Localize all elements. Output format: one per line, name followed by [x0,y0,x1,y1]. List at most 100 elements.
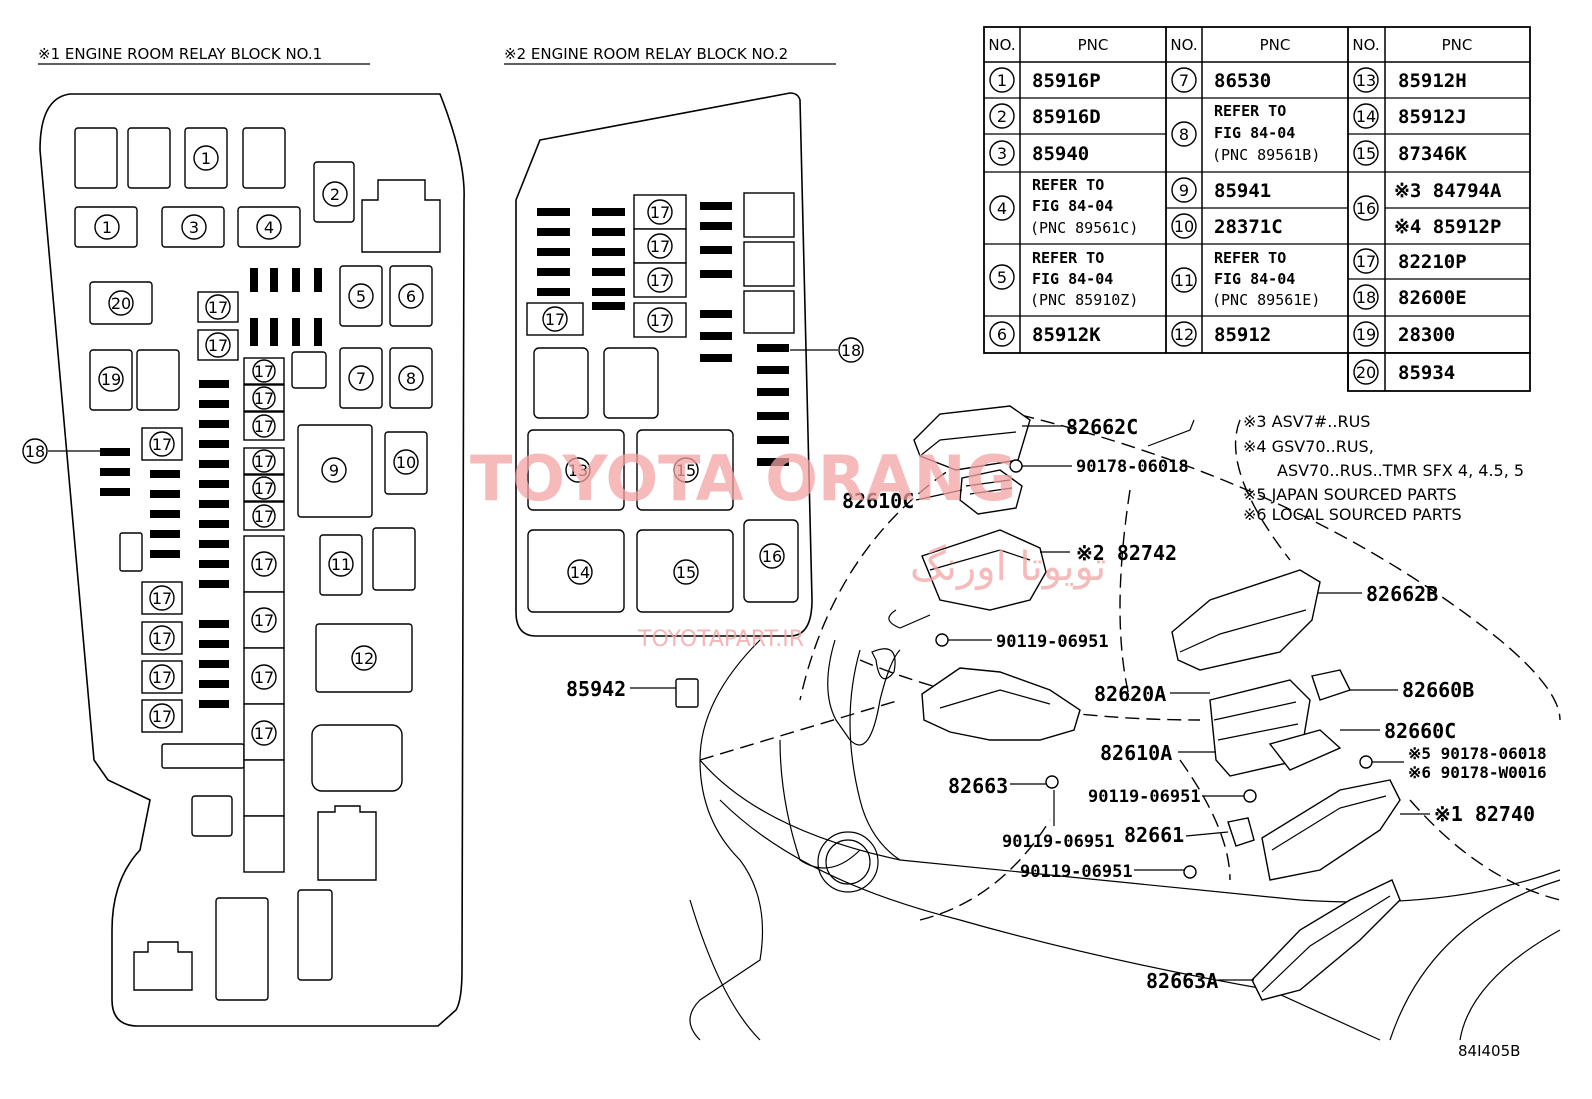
svg-text:14: 14 [1356,107,1376,126]
svg-text:19: 19 [101,370,121,389]
table-header-no: NO. [988,36,1015,54]
svg-text:17: 17 [254,555,274,574]
svg-text:REFER TO: REFER TO [1032,249,1104,267]
svg-text:17: 17 [254,507,274,526]
svg-text:10: 10 [396,453,416,472]
svg-text:FIG 84-04: FIG 84-04 [1214,124,1295,142]
leader-lines [630,425,1430,981]
svg-text:17: 17 [254,389,274,408]
svg-text:REFER TO: REFER TO [1214,249,1286,267]
callout-82662B: 82662B [1366,582,1438,606]
table-header-pnc: PNC [1442,36,1473,54]
svg-text:7: 7 [1179,71,1189,90]
table-header-pnc: PNC [1260,36,1291,54]
callout-90178-06018: 90178-06018 [1076,457,1189,477]
note-4: ※4 GSV70..RUS, [1243,437,1374,456]
relay-block-1: 1 1 3 4 2 20 17 17 5 6 19 17 17 17 7 8 9… [22,93,465,1027]
block1-callouts: 1 1 3 4 2 20 17 17 5 6 19 17 17 17 7 8 9… [22,145,424,746]
svg-text:(PNC 85910Z): (PNC 85910Z) [1030,291,1138,309]
svg-text:18: 18 [841,341,861,360]
svg-text:8: 8 [1179,125,1189,144]
callout-90178-06018-jp: ※5 90178-06018 [1408,744,1547,763]
table-col-2: 7 86530 8 REFER TO FIG 84-04 (PNC 89561B… [1171,67,1320,347]
svg-text:FIG 84-04: FIG 84-04 [1032,197,1113,215]
svg-text:85912K: 85912K [1032,324,1101,346]
callout-90119-06951-b: 90119-06951 [1088,787,1201,807]
svg-text:※4 85912P: ※4 85912P [1394,216,1501,238]
note-6: ※6 LOCAL SOURCED PARTS [1243,505,1462,524]
svg-text:(PNC 89561C): (PNC 89561C) [1030,219,1138,237]
svg-text:10: 10 [1174,217,1194,236]
svg-text:3: 3 [997,144,1007,163]
note-5: ※5 JAPAN SOURCED PARTS [1243,485,1457,504]
svg-text:86530: 86530 [1214,70,1271,92]
svg-text:13: 13 [1356,71,1376,90]
svg-text:20: 20 [1356,363,1376,382]
svg-text:(PNC 89561B): (PNC 89561B) [1212,146,1320,164]
svg-text:17: 17 [650,237,670,256]
watermark: TOYOTA ORANG تویوتا اورنگ TOYOTAPART.IR [470,442,1106,652]
svg-text:17: 17 [650,271,670,290]
callout-82620A: 82620A [1094,682,1166,706]
callout-82740: ※1 82740 [1434,802,1535,826]
svg-text:18: 18 [1356,288,1376,307]
svg-text:9: 9 [1179,181,1189,200]
svg-text:1: 1 [201,149,211,168]
svg-text:19: 19 [1356,325,1376,344]
svg-text:17: 17 [152,668,172,687]
svg-text:3: 3 [189,218,199,237]
figure-id: 84I405B [1458,1042,1520,1060]
svg-text:5: 5 [997,268,1007,287]
callout-90119-06951-d: 90119-06951 [1020,862,1133,882]
svg-text:13: 13 [568,461,588,480]
svg-text:17: 17 [208,298,228,317]
svg-text:17: 17 [152,589,172,608]
svg-text:17: 17 [254,724,274,743]
svg-text:82600E: 82600E [1398,287,1467,309]
svg-text:17: 17 [254,452,274,471]
note-3: ※3 ASV7#..RUS [1243,412,1370,431]
table-col-3: 13 85912H 14 85912J 15 87346K 16 ※3 8479… [1353,67,1502,385]
callout-82610A: 82610A [1100,741,1172,765]
svg-text:15: 15 [676,563,696,582]
svg-text:17: 17 [254,611,274,630]
svg-text:16: 16 [762,547,782,566]
svg-text:87346K: 87346K [1398,143,1467,165]
block2-title: ※2 ENGINE ROOM RELAY BLOCK NO.2 [504,45,788,63]
svg-text:85912H: 85912H [1398,70,1467,92]
svg-text:17: 17 [254,417,274,436]
svg-text:17: 17 [650,203,670,222]
svg-text:18: 18 [25,442,45,461]
block2-callouts: 17 17 17 17 17 18 13 15 14 15 16 [542,199,864,585]
svg-text:※3 84794A: ※3 84794A [1394,180,1502,202]
table-header-pnc: PNC [1078,36,1109,54]
svg-text:12: 12 [1174,325,1194,344]
svg-text:FIG 84-04: FIG 84-04 [1032,270,1113,288]
table-header-no: NO. [1170,36,1197,54]
svg-text:REFER TO: REFER TO [1214,102,1286,120]
svg-text:85934: 85934 [1398,362,1455,384]
svg-text:17: 17 [254,479,274,498]
note-4-cont: ASV70..RUS..TMR SFX 4, 4.5, 5 [1277,461,1524,480]
svg-text:(PNC 89561E): (PNC 89561E) [1212,291,1320,309]
callout-82610C: 82610C [842,489,914,513]
callout-82742: ※2 82742 [1076,541,1177,565]
svg-text:85941: 85941 [1214,180,1271,202]
callout-85942: 85942 [566,677,626,701]
callout-90119-06951-c: 90119-06951 [1002,832,1115,852]
svg-text:12: 12 [354,649,374,668]
svg-text:FIG 84-04: FIG 84-04 [1214,270,1295,288]
footnotes: ※3 ASV7#..RUS ※4 GSV70..RUS, ASV70..RUS.… [1243,412,1524,524]
svg-text:28371C: 28371C [1214,216,1283,238]
svg-text:17: 17 [152,435,172,454]
svg-text:4: 4 [997,199,1007,218]
svg-text:85916P: 85916P [1032,70,1101,92]
svg-text:9: 9 [329,461,339,480]
svg-text:11: 11 [331,555,351,574]
svg-text:17: 17 [254,362,274,381]
svg-text:16: 16 [1356,199,1376,218]
svg-text:17: 17 [152,629,172,648]
svg-text:15: 15 [676,461,696,480]
svg-text:4: 4 [264,218,274,237]
svg-text:17: 17 [208,336,228,355]
